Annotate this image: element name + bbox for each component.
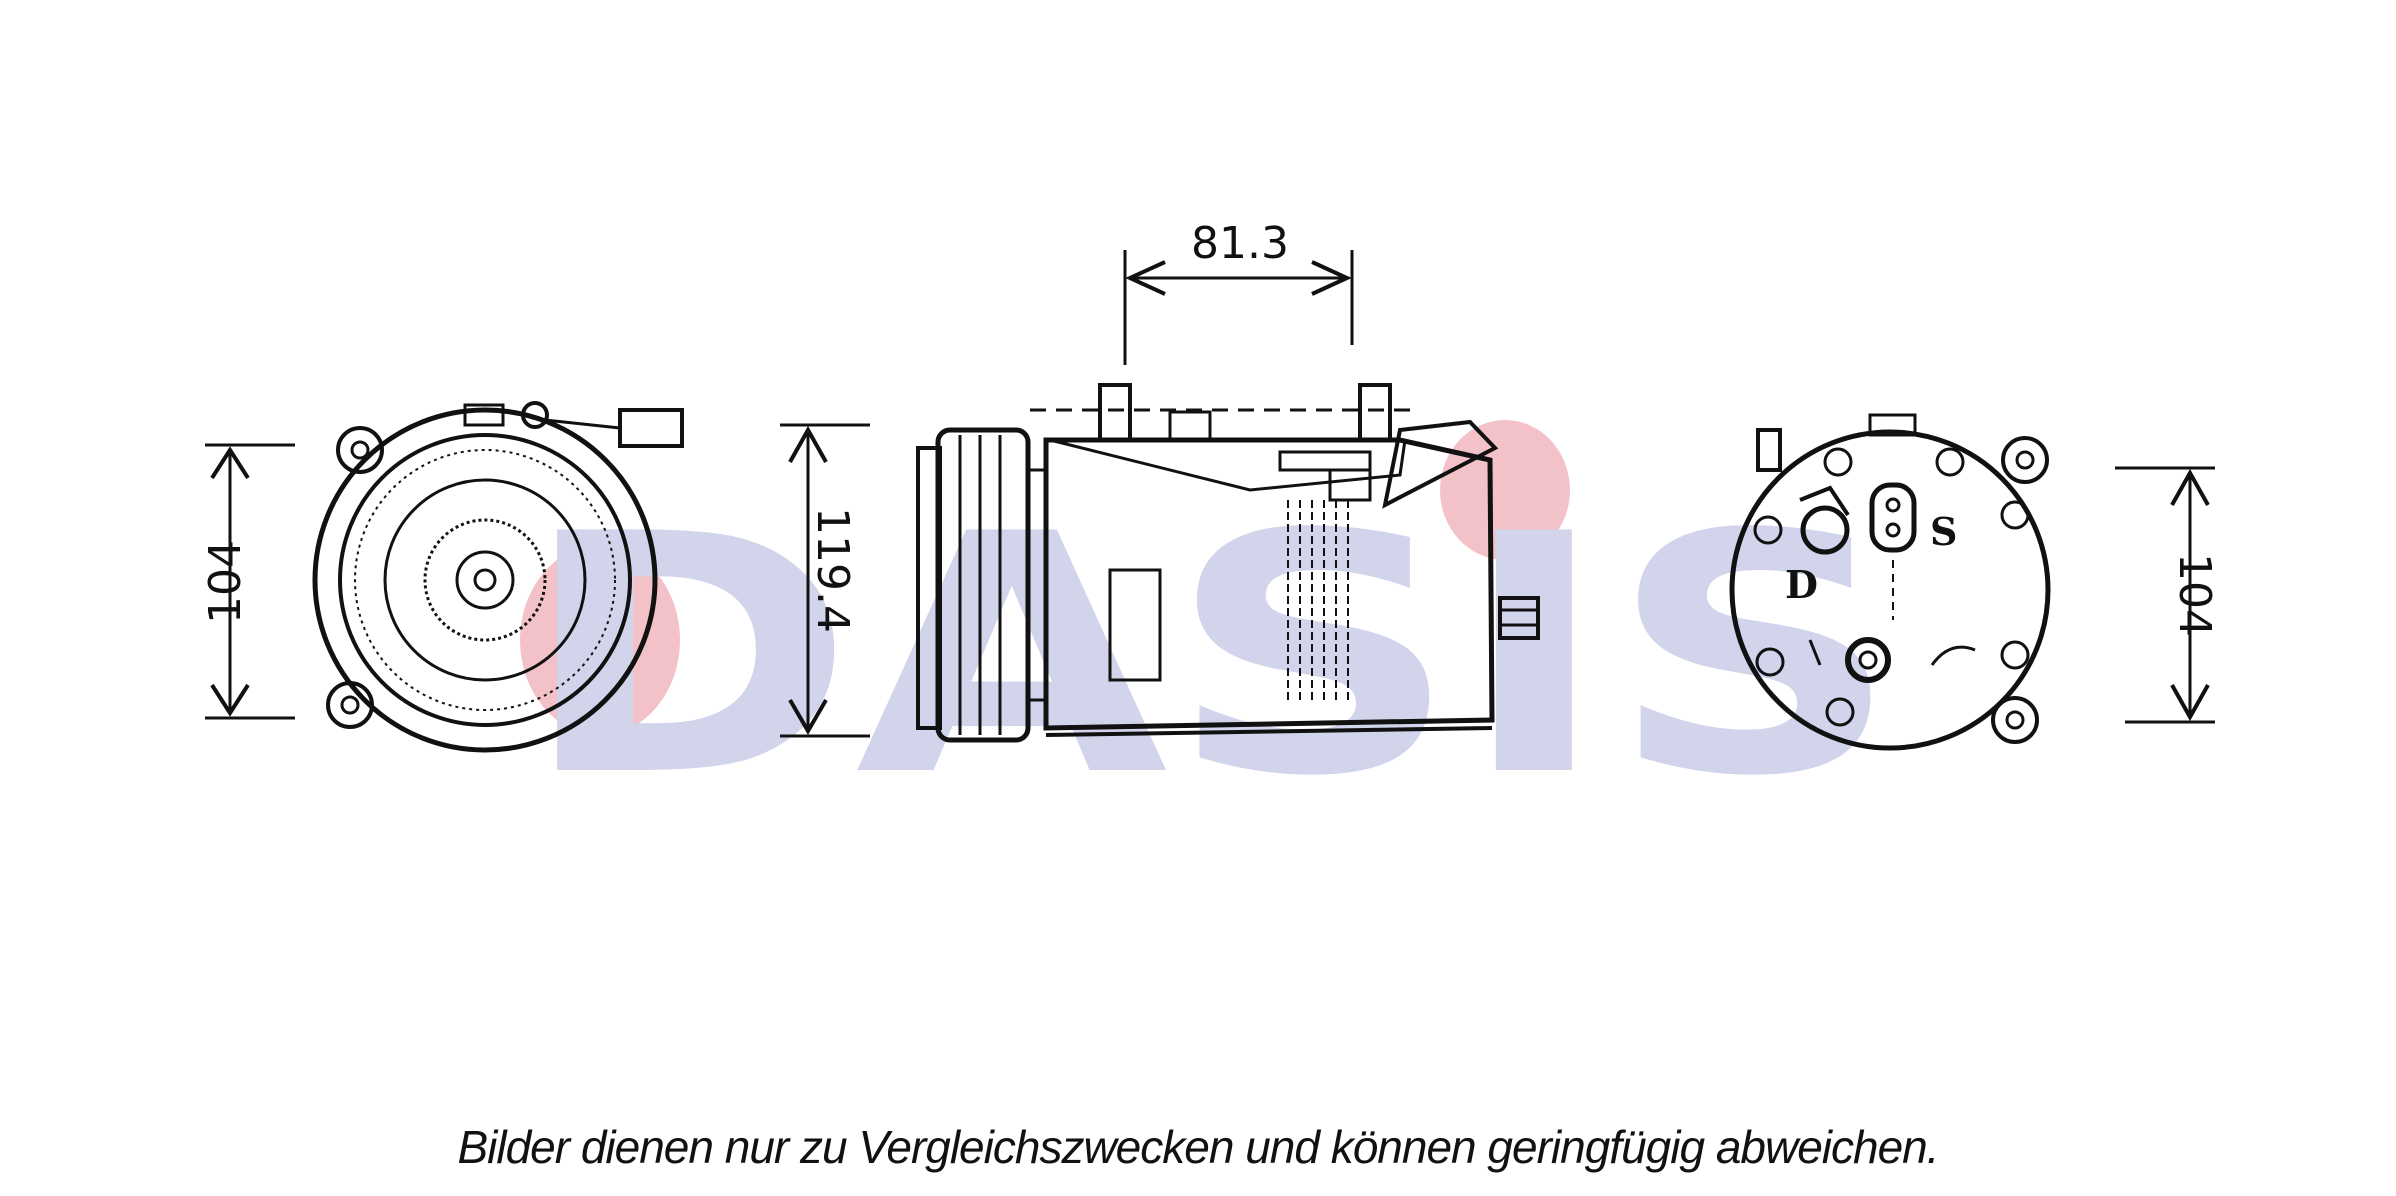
- rear-bolt-1: [1753, 515, 1783, 545]
- front-pulley-inner: [423, 518, 547, 642]
- watermark-red-circle: [520, 545, 680, 735]
- front-wire: [544, 418, 621, 430]
- rear-bolt-2: [1823, 447, 1853, 477]
- suction-port-label: S: [1930, 509, 1957, 554]
- rear-bolt-6: [1825, 697, 1855, 727]
- front-top-boss: [463, 403, 505, 427]
- rear-mount-top: [2001, 436, 2049, 484]
- front-height-dimension: [205, 443, 295, 720]
- front-connector: [618, 408, 684, 448]
- side-head-connector: [1328, 468, 1372, 502]
- front-pulley-outer: [338, 433, 632, 727]
- side-fitting: [1498, 596, 1540, 640]
- front-height-label: 104: [200, 540, 251, 624]
- rear-bolt-3: [1935, 447, 1965, 477]
- rear-connector: [1756, 428, 1782, 472]
- disclaimer-text: Bilder dienen nur zu Vergleichszwecken u…: [457, 1121, 1939, 1173]
- front-mount-top: [336, 426, 384, 474]
- side-port-center: [1168, 410, 1212, 442]
- side-height-dimension: [780, 423, 870, 738]
- front-mount-bottom-hole: [340, 695, 360, 715]
- front-hub-center: [473, 568, 497, 592]
- side-port-right: [1358, 383, 1392, 442]
- rear-mount-bottom: [1991, 696, 2039, 744]
- rear-height-label: 104: [2169, 553, 2220, 637]
- side-bracket: [1382, 419, 1499, 509]
- side-head-top: [1049, 438, 1407, 492]
- rear-bolt-7: [1755, 647, 1785, 677]
- front-mount-bottom: [326, 681, 374, 729]
- rear-discharge-port: [1800, 505, 1850, 555]
- rear-bolt-5: [2000, 640, 2030, 670]
- side-label-plate: [1108, 568, 1162, 682]
- rear-height-dimension: [2115, 466, 2215, 724]
- rear-discharge-fitting: [1799, 485, 1850, 517]
- rear-view: [1729, 413, 2051, 751]
- port-spacing-label: 81.3: [1191, 218, 1289, 269]
- rear-housing: [1729, 429, 2051, 751]
- rear-service-valve: [1845, 637, 1891, 683]
- front-hub: [455, 550, 515, 610]
- front-mount-top-hole: [350, 440, 370, 460]
- front-top-bolt: [521, 401, 549, 429]
- side-port-left: [1098, 383, 1132, 442]
- port-spacing-dimension: [1123, 250, 1354, 365]
- discharge-port-label: D: [1785, 562, 1818, 607]
- rear-top-boss: [1868, 413, 1917, 437]
- front-view: [312, 401, 684, 753]
- side-view: [916, 383, 1540, 743]
- side-body: [1043, 437, 1495, 731]
- watermark: DASIS: [520, 420, 1900, 848]
- front-housing: [312, 407, 658, 753]
- rear-suction-port: [1869, 482, 1917, 553]
- side-head-block: [1278, 450, 1372, 472]
- front-pulley-mid: [383, 478, 587, 682]
- watermark-text: DASIS: [520, 464, 1900, 848]
- rear-bolt-4: [2000, 500, 2030, 530]
- side-height-label: 119.4: [807, 507, 858, 633]
- front-pulley-ring: [354, 449, 616, 711]
